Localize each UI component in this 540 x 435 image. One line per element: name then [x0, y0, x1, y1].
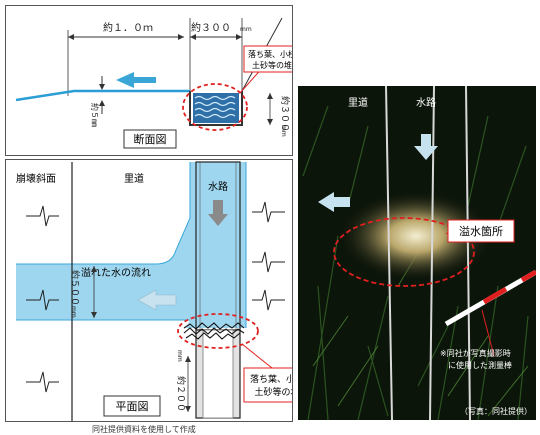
- photo-note-line2: に使用した測量棒: [448, 360, 512, 370]
- overflow-water-area: [16, 162, 246, 328]
- section-callout-line1: 落ち葉、小枝及び: [248, 49, 292, 59]
- flash-glow: [338, 190, 494, 282]
- photo-channel-arrow: [414, 134, 438, 160]
- dim-depth-label: 約３００: [279, 96, 291, 132]
- dim-ditch-unit: mm: [240, 26, 252, 33]
- dim-width-label: 約１．０ｍ: [103, 21, 153, 34]
- road-label: 里道: [124, 172, 144, 185]
- site-photo-illustration: 里道 水路 溢水箇所 ※同社が写真撮影時 に使用した測量棒 （写真：同社提供）: [298, 86, 536, 420]
- flow-arrow: [116, 72, 156, 88]
- photo-note-line1: ※同社が写真撮影時: [440, 348, 511, 358]
- dim-bottom-label: 約２００: [175, 376, 187, 412]
- survey-pole: [444, 269, 536, 327]
- photo-overflow-circle: [333, 217, 475, 287]
- photo-overflow-arrow: [318, 192, 350, 212]
- photo-road-label: 里道: [348, 96, 368, 109]
- dim-ditch-label: 約３００: [191, 21, 231, 34]
- photo-credit: （写真：同社提供）: [460, 406, 532, 416]
- slope-label: 崩壊斜面: [16, 172, 56, 185]
- source-note: 同社提供資料を使用して作成: [92, 425, 196, 434]
- overflow-flow-label: 溢れた水の流れ: [81, 266, 151, 279]
- photo-channel-label: 水路: [416, 96, 436, 109]
- debris-highlight-circle: [182, 83, 248, 131]
- section-title-box: [123, 129, 177, 149]
- section-view-panel: 約１．０ｍ 約３００ mm 落ち葉、小枝及び 土砂等の堆積物 約３００ mm 約…: [5, 5, 317, 156]
- plan-debris-circle: [177, 313, 259, 349]
- dim-depth-unit: mm: [280, 125, 287, 137]
- dim-slope-label: 約５㎜: [90, 103, 100, 127]
- photo-overflow-box: [447, 219, 515, 243]
- pole-right: [465, 86, 471, 420]
- section-callout-line2: 土砂等の堆積物: [252, 60, 292, 70]
- plan-callout-line2: 土砂等の堆積物: [254, 386, 292, 398]
- plan-callout-line1: 落ち葉、小枝及び: [250, 373, 292, 385]
- section-view-diagram: 約１．０ｍ 約３００ mm 落ち葉、小枝及び 土砂等の堆積物 約３００ mm 約…: [15, 17, 317, 149]
- break-symbols: [26, 201, 285, 393]
- ground-surface-line: [15, 89, 190, 102]
- dim-flow-width-label: 約５００: [69, 270, 81, 306]
- debris-scribble: [183, 322, 245, 340]
- channel-flow-arrow: [208, 200, 228, 226]
- plan-title-box: [103, 395, 161, 417]
- dim-bottom-unit: mm: [176, 350, 183, 362]
- pole-left: [385, 86, 393, 420]
- plan-view-diagram: 崩壊斜面 里道 水路 溢れた水の流れ 約５００ mm 約２００ mm 落ち葉、小…: [16, 161, 329, 421]
- plan-view-panel: 崩壊斜面 里道 水路 溢れた水の流れ 約５００ mm 約２００ mm 落ち葉、小…: [5, 159, 329, 422]
- ditch-wall: [189, 91, 243, 126]
- pole-middle: [429, 86, 435, 420]
- overflow-flow-arrow: [137, 289, 177, 311]
- section-title: 断面図: [134, 132, 167, 146]
- site-photo: 里道 水路 溢水箇所 ※同社が写真撮影時 に使用した測量棒 （写真：同社提供）: [298, 86, 536, 420]
- dim-flow-width-unit: mm: [70, 306, 77, 318]
- channel-label: 水路: [208, 180, 228, 193]
- plan-title: 平面図: [116, 400, 149, 413]
- photo-overflow-label: 溢水箇所: [459, 224, 503, 238]
